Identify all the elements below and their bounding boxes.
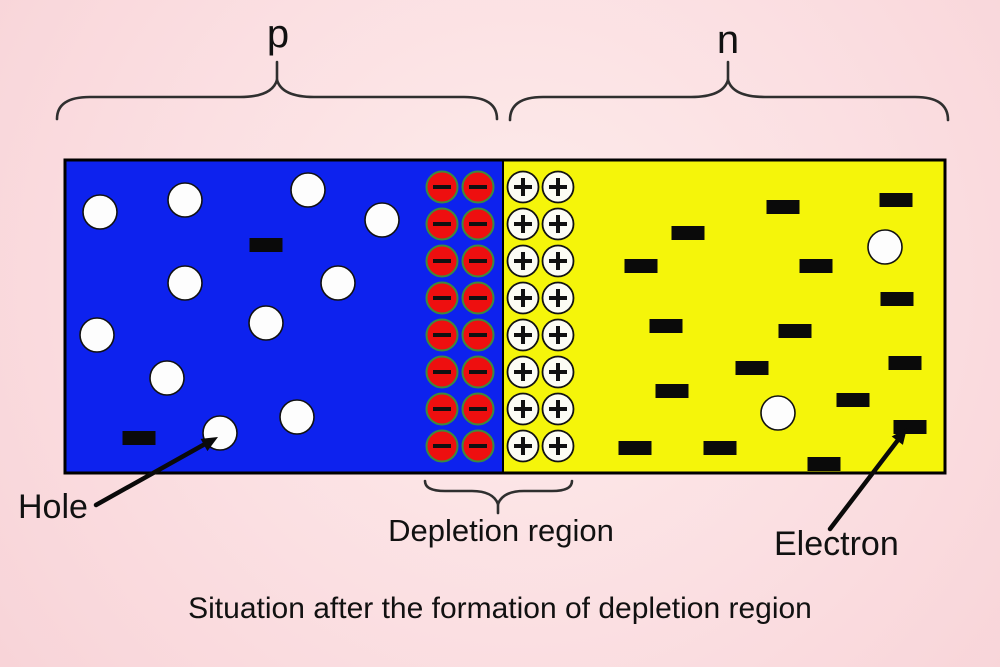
electron-particle xyxy=(766,200,800,214)
hole-particle xyxy=(364,202,400,238)
electron-particle xyxy=(735,361,769,375)
hole-particle xyxy=(167,265,203,301)
n-region xyxy=(503,160,945,473)
ions-group xyxy=(425,170,575,463)
electron-particle xyxy=(671,226,705,240)
electron-particle xyxy=(703,441,737,455)
figure-caption: Situation after the formation of depleti… xyxy=(188,592,812,625)
electron-particle xyxy=(122,431,156,445)
electron-particle xyxy=(799,259,833,273)
electron-particle xyxy=(888,356,922,370)
hole-particle xyxy=(279,399,315,435)
hole-particle xyxy=(867,229,903,265)
depletion-region-label: Depletion region xyxy=(388,513,614,548)
hole-label: Hole xyxy=(18,488,88,526)
depletion-brace xyxy=(496,479,574,506)
hole-arrow xyxy=(93,441,208,508)
electron-particle xyxy=(880,292,914,306)
hole-particle xyxy=(149,360,185,396)
electron-particle xyxy=(655,384,689,398)
hole-particle xyxy=(760,395,796,431)
hole-particle xyxy=(248,305,284,341)
hole-particle xyxy=(82,194,118,230)
particles-group xyxy=(79,172,927,471)
electron-arrow xyxy=(827,437,901,532)
electron-particle xyxy=(893,420,927,434)
electron-particle xyxy=(624,259,658,273)
electron-label: Electron xyxy=(774,525,899,563)
frame-group xyxy=(63,158,947,475)
p-region-label: p xyxy=(266,12,290,56)
hole-particle xyxy=(167,182,203,218)
semiconductor-border xyxy=(63,158,947,475)
electron-particle xyxy=(879,193,913,207)
hole-particle xyxy=(320,265,356,301)
electron-particle xyxy=(649,319,683,333)
electron-arrowhead xyxy=(891,428,907,445)
p-brace xyxy=(275,78,499,121)
electron-particle xyxy=(836,393,870,407)
p-brace xyxy=(55,60,279,121)
hole-arrowhead xyxy=(200,437,218,452)
depletion-brace xyxy=(423,479,500,515)
electron-particle xyxy=(778,324,812,338)
electron-particle xyxy=(618,441,652,455)
n-brace xyxy=(508,60,730,122)
hole-particle xyxy=(290,172,326,208)
electron-particle xyxy=(807,457,841,471)
n-brace xyxy=(726,78,950,122)
n-region-label: n xyxy=(716,18,740,62)
electron-particle xyxy=(249,238,283,252)
hole-particle xyxy=(79,317,115,353)
regions-group xyxy=(65,160,945,473)
